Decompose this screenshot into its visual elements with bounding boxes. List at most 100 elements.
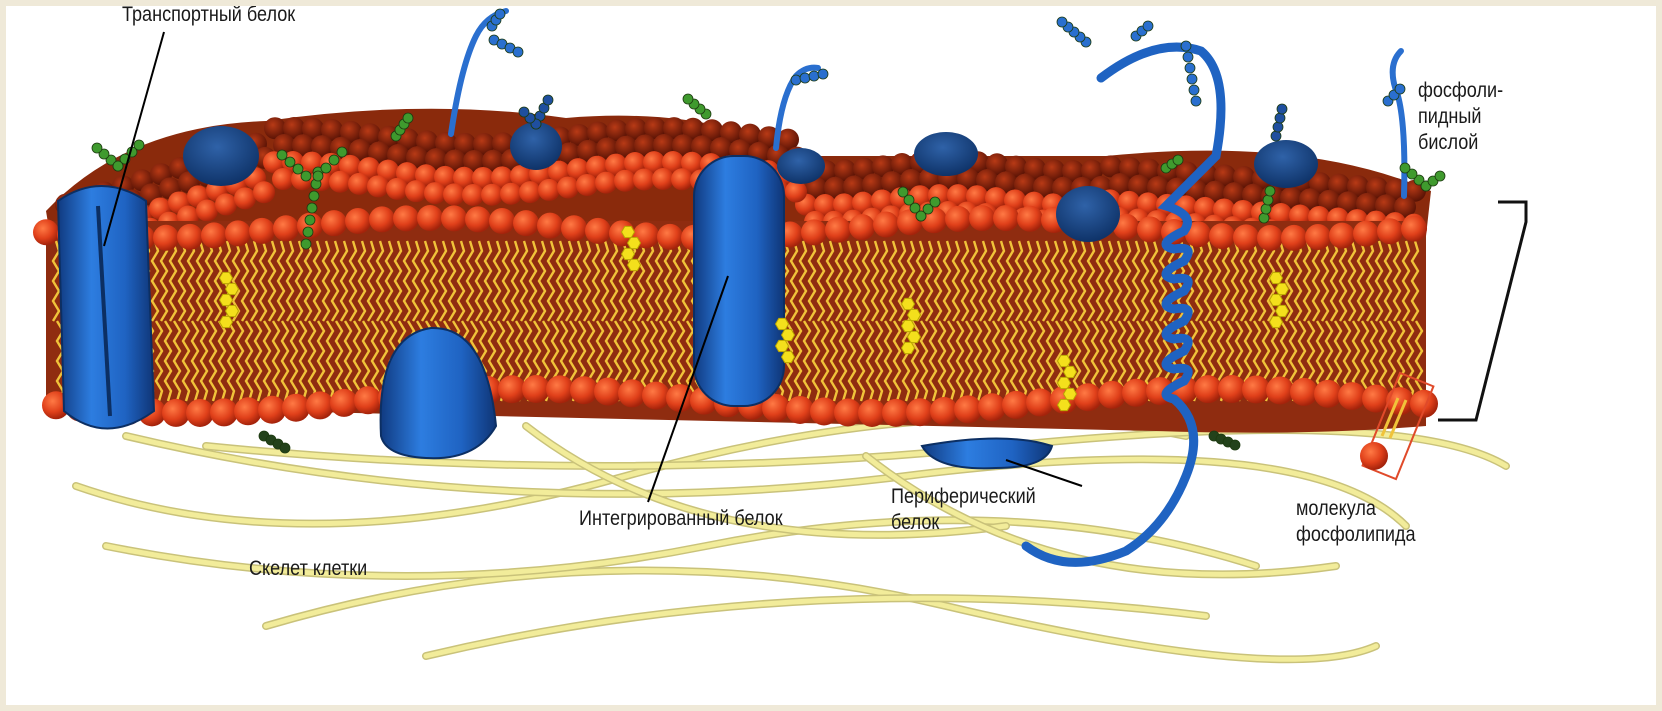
phospholipid-head	[618, 379, 646, 407]
phospholipid-head	[1209, 223, 1235, 249]
phospholipid-head	[386, 178, 408, 200]
sugar-bead	[301, 171, 311, 181]
peripheral-protein	[922, 439, 1052, 469]
phospholipid-head	[1290, 378, 1318, 406]
sugar-bead	[92, 143, 102, 153]
phospholipid-head	[272, 168, 294, 190]
sugar-bead	[321, 163, 331, 173]
sugar-bead	[1230, 440, 1240, 450]
phospholipid-head	[489, 208, 515, 234]
phospholipid-head	[306, 391, 334, 419]
phospholipid-head	[614, 170, 636, 192]
phospholipid-head	[595, 172, 617, 194]
phospholipid-head	[786, 396, 814, 424]
phospholipid-head	[1329, 223, 1355, 249]
phospholipid-head	[354, 386, 382, 414]
cholesterol-ring	[1276, 283, 1289, 294]
phospholipid-head	[177, 224, 203, 250]
phospholipid-head	[1377, 218, 1403, 244]
sugar-bead	[930, 197, 940, 207]
phospholipid-head	[462, 184, 484, 206]
phospholipid-head	[273, 215, 299, 241]
cytoskeleton-fiber	[426, 598, 1206, 656]
cholesterol-ring	[902, 342, 915, 353]
sugar-bead	[329, 155, 339, 165]
sugar-bead	[1265, 186, 1275, 196]
phospholipid-head	[424, 182, 446, 204]
sugar-bead	[513, 47, 523, 57]
phospholipid-head	[369, 206, 395, 232]
label-integral-protein: Интегрированный белок	[579, 506, 783, 532]
cholesterol-ring	[220, 294, 233, 305]
cholesterol-ring	[220, 316, 233, 327]
phospholipid-head	[196, 199, 218, 221]
label-cytoskeleton: Скелет клетки	[249, 556, 367, 582]
sugar-bead	[337, 147, 347, 157]
sugar-bead	[1263, 195, 1273, 205]
phospholipid-head	[162, 399, 190, 427]
sugar-bead	[1143, 21, 1153, 31]
sugar-bead	[1395, 84, 1405, 94]
phospholipid-head	[1257, 225, 1283, 251]
phospholipid-head	[225, 220, 251, 246]
surface-protein	[914, 132, 978, 176]
phospholipid-head	[1218, 375, 1246, 403]
phospholipid-head	[465, 206, 491, 232]
sugar-bead	[495, 9, 505, 19]
sugar-bead	[1183, 52, 1193, 62]
sugar-bead	[293, 164, 303, 174]
phospholipid-head	[481, 184, 503, 206]
sugar-bead	[309, 191, 319, 201]
cholesterol-ring	[1276, 305, 1289, 316]
cholesterol-ring	[902, 298, 915, 309]
sugar-bead	[1275, 113, 1285, 123]
sugar-bead	[1191, 96, 1201, 106]
sugar-bead	[1261, 204, 1271, 214]
sugar-bead	[818, 69, 828, 79]
sugar-bead	[1057, 17, 1067, 27]
cholesterol-ring	[1270, 294, 1283, 305]
phospholipid-head	[1410, 390, 1438, 418]
sugar-bead	[683, 94, 693, 104]
phospholipid-head	[1002, 391, 1030, 419]
phospholipid-head	[576, 174, 598, 196]
phospholipid-head	[1137, 216, 1163, 242]
cholesterol-ring	[622, 226, 635, 237]
cholesterol-ring	[1064, 388, 1077, 399]
phospholipid-head	[1401, 216, 1427, 242]
cholesterol-ring	[1058, 377, 1071, 388]
surface-protein	[183, 126, 259, 186]
phospholipid-head	[537, 213, 563, 239]
sugar-bead	[898, 187, 908, 197]
phospholipid-head	[1194, 375, 1222, 403]
phospholipid-head	[666, 384, 694, 412]
surface-protein	[1056, 186, 1120, 242]
sugar-bead	[307, 203, 317, 213]
phospholipid-head	[834, 398, 862, 426]
phospholipid-head	[348, 173, 370, 195]
phospholipid-head	[1233, 224, 1259, 250]
sugar-bead	[305, 215, 315, 225]
cholesterol-ring	[902, 320, 915, 331]
phospholipid-head	[1314, 380, 1342, 408]
phospholipid-head	[234, 397, 262, 425]
cholesterol-ring	[782, 351, 795, 362]
phospholipid-head	[345, 208, 371, 234]
phospholipid-head	[405, 180, 427, 202]
phospholipid-head	[873, 212, 899, 238]
phospholipid-head	[930, 397, 958, 425]
sugar-bead	[1187, 74, 1197, 84]
cholesterol-ring	[1058, 355, 1071, 366]
phospholipid-head	[393, 205, 419, 231]
phospholipid-head	[652, 168, 674, 190]
phospholipid-head	[570, 376, 598, 404]
cell-membrane-diagram	[6, 6, 1656, 705]
cholesterol-ring	[1270, 316, 1283, 327]
cholesterol-ring	[628, 237, 641, 248]
cholesterol-ring	[226, 305, 239, 316]
phospholipid-head	[1122, 379, 1150, 407]
sugar-bead	[519, 107, 529, 117]
phospholipid-head	[1353, 221, 1379, 247]
phospholipid-head	[443, 183, 465, 205]
phospholipid-head	[234, 187, 256, 209]
